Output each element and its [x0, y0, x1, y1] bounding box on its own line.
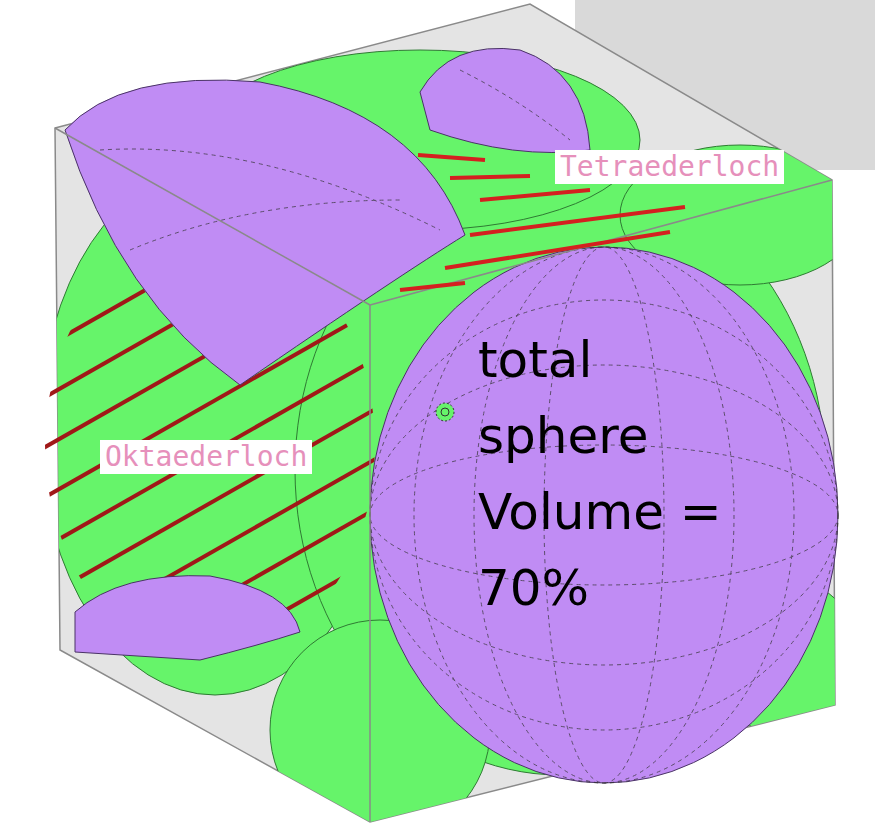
hole-label: Oktaederloch	[100, 440, 312, 474]
purple-spheres	[65, 48, 838, 783]
green-spheres	[40, 50, 860, 827]
sphere-grid	[100, 70, 838, 783]
hole-label: Tetraederloch	[555, 150, 784, 184]
pole-symbol	[436, 403, 454, 421]
volume-note: total sphere Volume = 70%	[478, 322, 763, 626]
cube-edges	[55, 128, 832, 822]
